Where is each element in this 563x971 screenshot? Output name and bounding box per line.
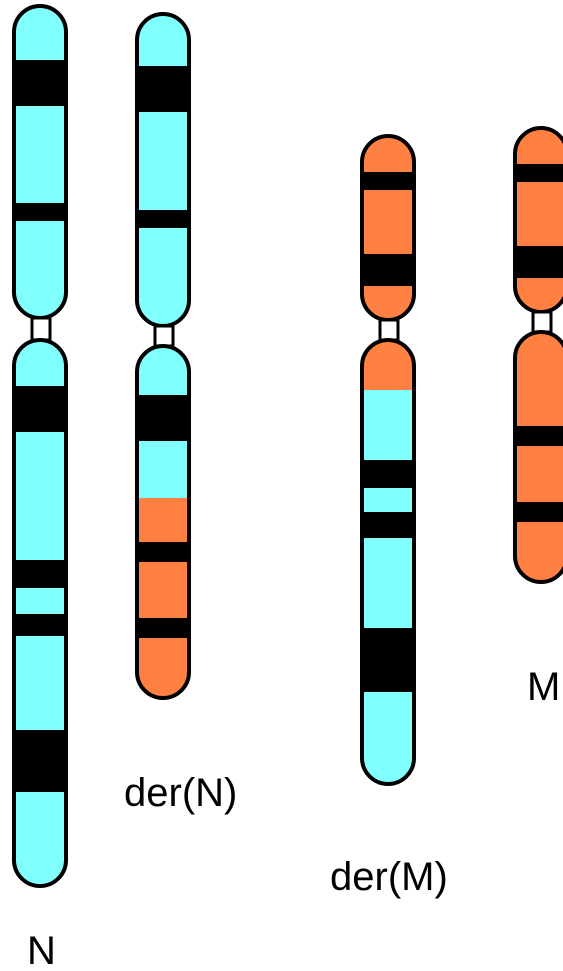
chromosome-N-centromere bbox=[32, 318, 50, 340]
band bbox=[362, 460, 414, 488]
chromosome-derM-q-arm-body bbox=[362, 340, 414, 784]
label-N: N bbox=[27, 929, 56, 971]
band bbox=[137, 66, 189, 112]
label-derM: der(M) bbox=[330, 855, 448, 899]
chromosome-derM-p-arm-body bbox=[362, 136, 414, 320]
band bbox=[137, 210, 189, 228]
chromosome-M-q-arm bbox=[515, 332, 563, 582]
band bbox=[362, 512, 414, 538]
chromosome-derM-p-arm bbox=[362, 136, 414, 320]
band bbox=[14, 730, 66, 792]
chromosome-N-q-arm bbox=[14, 340, 66, 886]
band bbox=[137, 618, 189, 638]
chromosome-derM bbox=[362, 136, 414, 784]
chromosome-derM-centromere bbox=[380, 320, 398, 340]
band bbox=[14, 60, 66, 106]
band bbox=[137, 542, 189, 562]
band bbox=[362, 628, 414, 692]
chromosome-M-p-arm-body bbox=[515, 128, 563, 312]
label-M: M bbox=[527, 665, 560, 709]
band bbox=[14, 203, 66, 221]
band bbox=[14, 560, 66, 588]
chromosome-N-p-arm-body bbox=[14, 6, 66, 318]
band bbox=[362, 254, 414, 286]
chromosome-M bbox=[515, 128, 563, 582]
band bbox=[515, 246, 563, 278]
chromosome-derN-centromere bbox=[155, 326, 173, 346]
translocated-segment bbox=[137, 498, 189, 698]
chromosome-derN-p-arm bbox=[137, 14, 189, 326]
chromosome-derN-q-arm bbox=[137, 346, 189, 698]
band bbox=[14, 614, 66, 636]
band bbox=[137, 395, 189, 441]
chromosome-derN bbox=[137, 14, 189, 698]
label-derN: der(N) bbox=[124, 771, 237, 815]
chromosome-derN-p-arm-body bbox=[137, 14, 189, 326]
band bbox=[515, 426, 563, 446]
band bbox=[515, 164, 563, 182]
chromosome-derM-q-arm bbox=[362, 340, 414, 784]
chromosome-M-p-arm bbox=[515, 128, 563, 312]
chromosome-N-p-arm bbox=[14, 6, 66, 318]
band bbox=[14, 386, 66, 432]
band bbox=[515, 502, 563, 522]
chromosome-N bbox=[14, 6, 66, 886]
chromosome-M-q-arm-body bbox=[515, 332, 563, 582]
chromosome-M-centromere bbox=[533, 312, 551, 332]
band bbox=[362, 172, 414, 190]
